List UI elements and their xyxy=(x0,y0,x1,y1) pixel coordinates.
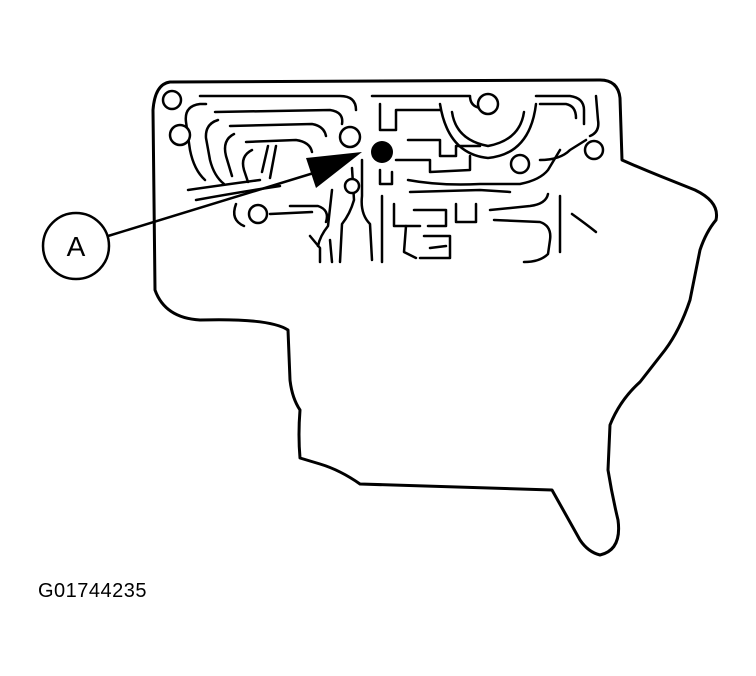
bolt-hole xyxy=(247,203,269,225)
callout-circle xyxy=(41,211,111,281)
bolt-hole xyxy=(583,139,605,161)
valve-body-outline xyxy=(151,78,719,557)
bolt-holes xyxy=(161,89,605,225)
arrowhead xyxy=(306,152,362,188)
bolt-hole xyxy=(161,89,183,111)
leader-line xyxy=(107,166,331,238)
callout-label: A xyxy=(67,231,86,262)
check-ball xyxy=(371,141,393,163)
bolt-hole xyxy=(168,123,192,147)
bolt-hole xyxy=(343,177,361,195)
bolt-hole xyxy=(338,125,362,149)
passage-channels xyxy=(184,94,600,264)
bolt-hole xyxy=(509,153,531,175)
figure-code: G01744235 xyxy=(38,580,148,602)
bolt-hole xyxy=(476,92,500,116)
